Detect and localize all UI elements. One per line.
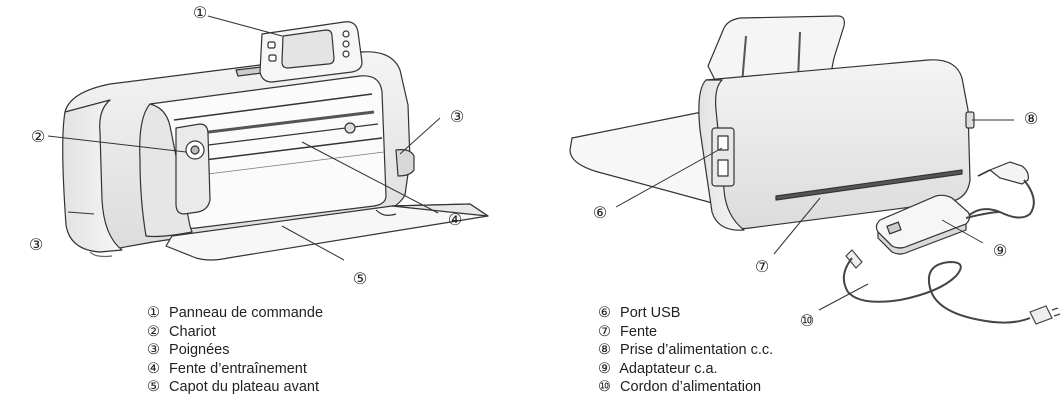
front-machine-rail-bar (175, 110, 375, 138)
front-machine-feed-slot (187, 137, 383, 163)
back-machine (569, 15, 975, 231)
legend-label: Panneau de commande (169, 305, 324, 321)
callout-numbers: ① ② ③ ③ ④ ⑤ ⑥ ⑦ ⑧ ⑨ ⑩ (29, 5, 1038, 330)
legend-front: ① Panneau de commande ② Chariot ③ Poigné… (147, 304, 323, 397)
legend-num: ⑦ (598, 323, 611, 340)
back-machine-rear-tray (569, 109, 717, 205)
ac-adapter (875, 194, 1001, 255)
legend-item: ⑤ Capot du plateau avant (147, 378, 323, 397)
legend-item: ④ Fente d’entraînement (147, 360, 323, 379)
legend-label: Adaptateur c.a. (619, 360, 718, 377)
legend-label: Capot du plateau avant (169, 379, 319, 395)
legend-item: ② Chariot (147, 323, 323, 342)
callout-3-left: ③ (29, 237, 43, 254)
legend-num: ⑩ (598, 379, 611, 395)
callout-3-right: ③ (450, 109, 464, 126)
front-machine-left-cap (62, 99, 123, 253)
legend-back: ⑥ Port USB ⑦ Fente ⑧ Prise d’alimentatio… (598, 304, 773, 397)
power-cord (842, 249, 1061, 325)
legend-label: Cordon d’alimentation (620, 379, 762, 395)
legend-num: ① (147, 305, 160, 321)
legend-label: Prise d’alimentation c.c. (620, 342, 774, 358)
front-control-panel (259, 21, 363, 83)
usb-port (717, 135, 729, 151)
callout-5: ⑤ (353, 271, 367, 288)
legend-label: Port USB (620, 305, 681, 321)
callout-10: ⑩ (800, 313, 814, 330)
back-machine-slot (775, 169, 963, 201)
legend-item: ⑧ Prise d’alimentation c.c. (598, 341, 773, 360)
legend-num: ④ (147, 360, 160, 377)
legend-item: ① Panneau de commande (147, 304, 323, 323)
legend-num: ⑤ (147, 379, 160, 395)
control-panel-screen (281, 29, 335, 69)
legend-item: ⑦ Fente (598, 323, 773, 342)
legend-num: ⑥ (598, 305, 611, 321)
front-machine (62, 51, 489, 261)
dc-plug-cable (965, 161, 1035, 219)
legend-num: ③ (147, 342, 160, 358)
callout-4: ④ (448, 212, 462, 229)
legend-item: ⑥ Port USB (598, 304, 773, 323)
front-machine-carriage (175, 123, 211, 215)
legend-item: ⑩ Cordon d’alimentation (598, 378, 773, 397)
legend-num: ⑨ (598, 360, 611, 377)
callout-6: ⑥ (593, 205, 607, 222)
legend-label: Fente d’entraînement (169, 360, 307, 377)
callout-8: ⑧ (1024, 111, 1038, 128)
ac-adapter-inlet (886, 221, 902, 235)
legend-num: ⑧ (598, 342, 611, 358)
leader-lines (47, 15, 1014, 311)
legend-label: Chariot (169, 323, 216, 340)
legend-item: ⑨ Adaptateur c.a. (598, 360, 773, 379)
back-machine-left-cap (698, 79, 745, 231)
callout-1: ① (193, 5, 207, 22)
legend-item: ③ Poignées (147, 341, 323, 360)
callout-7: ⑦ (755, 259, 769, 276)
legend-label: Fente (620, 323, 658, 340)
callout-2: ② (31, 129, 45, 146)
legend-label: Poignées (169, 342, 230, 358)
callout-9: ⑨ (993, 243, 1007, 260)
legend-num: ② (147, 323, 160, 340)
front-machine-rail-top (173, 93, 373, 121)
